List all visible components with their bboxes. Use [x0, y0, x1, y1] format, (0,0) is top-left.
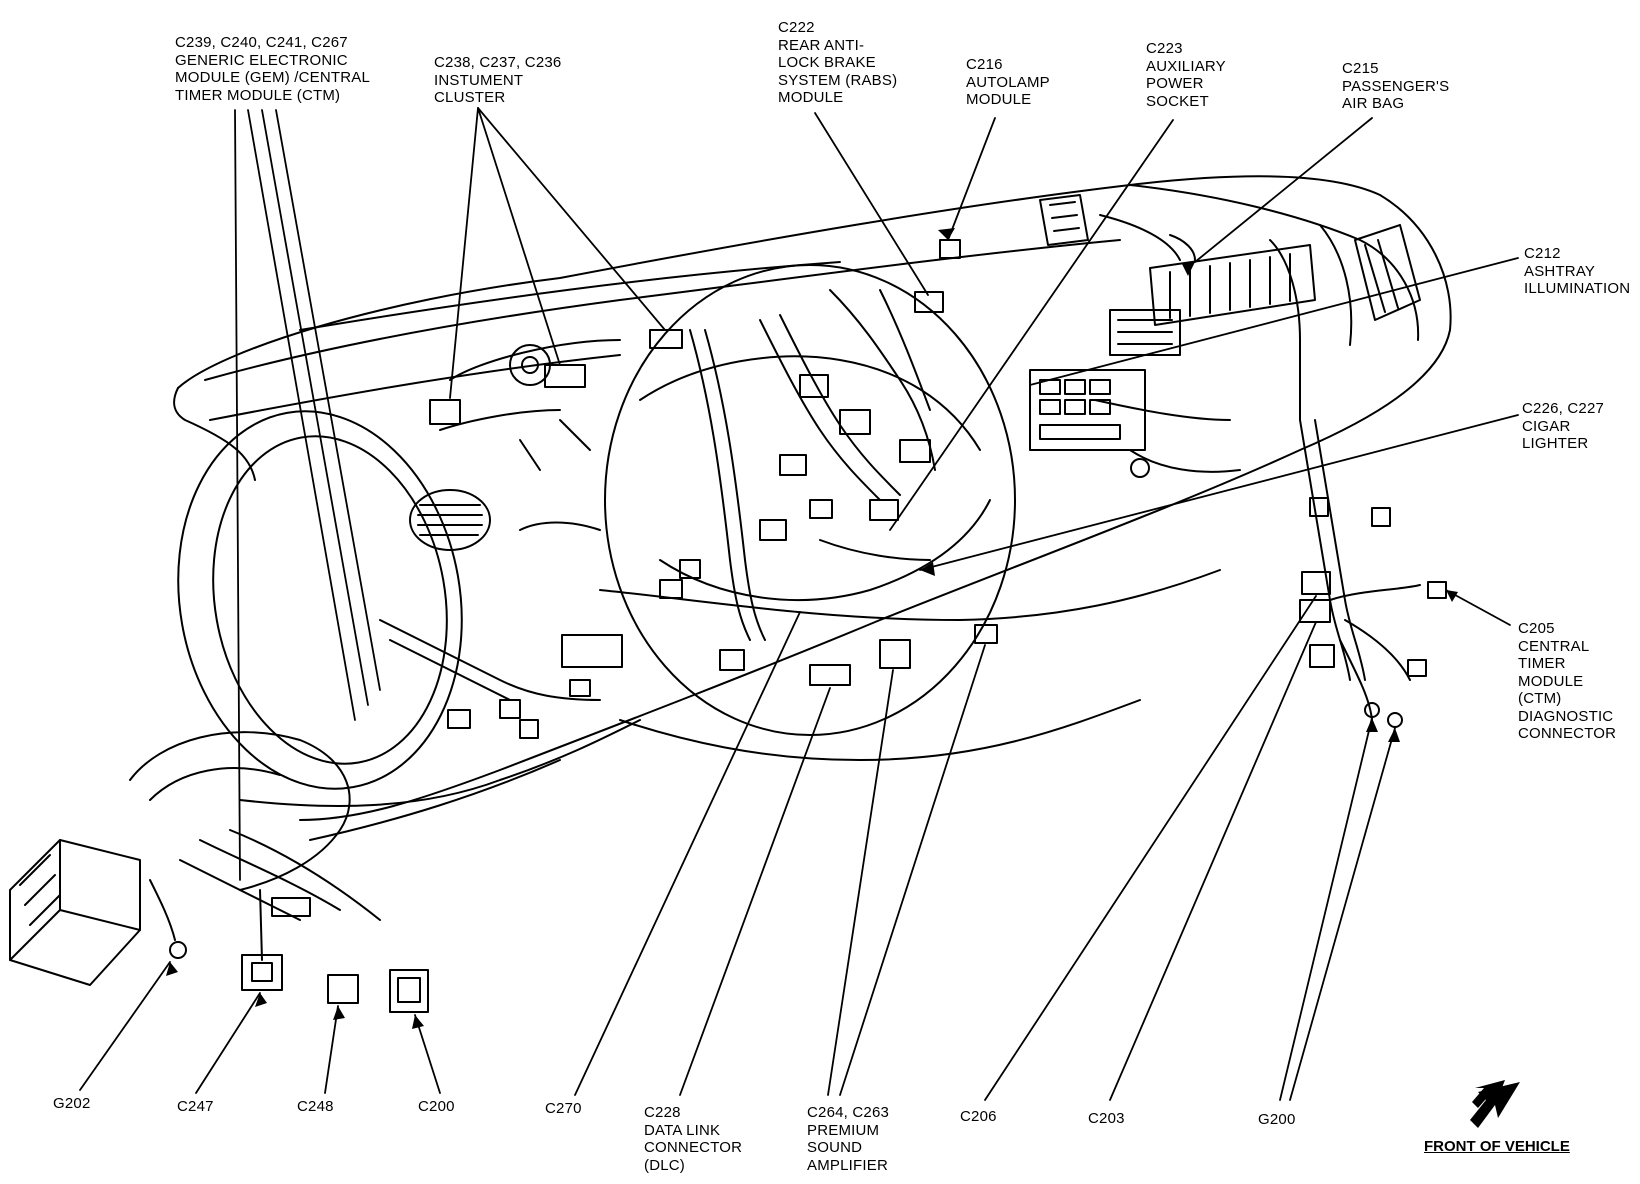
label-line: AUTOLAMP [966, 73, 1050, 91]
label-line: AIR BAG [1342, 95, 1405, 112]
leader-arrowheads [166, 228, 1458, 1029]
label-line: C238, C237, C236 [434, 54, 562, 71]
label-c247: C247 [177, 1098, 214, 1116]
label-line: C239, C240, C241, C267 [175, 34, 348, 51]
front-arrow-icon [1470, 1080, 1520, 1128]
label-line: SOUND [807, 1139, 863, 1156]
label-line: GENERIC ELECTRONIC [175, 51, 348, 69]
label-line: MODULE [778, 89, 844, 106]
label-line: C200 [418, 1098, 455, 1115]
label-c203: C203 [1088, 1110, 1125, 1128]
label-c200: C200 [418, 1098, 455, 1116]
label-line: AMPLIFIER [807, 1156, 888, 1174]
label-line: C212 [1524, 245, 1561, 262]
label-line: G200 [1258, 1111, 1296, 1128]
label-line: POWER [1146, 75, 1204, 92]
label-line: LOCK BRAKE [778, 54, 876, 71]
label-c248: C248 [297, 1098, 334, 1116]
instrument-panel-outline [173, 175, 1452, 841]
label-line: C226, C227 [1522, 400, 1605, 417]
label-line: (CTM) [1518, 690, 1562, 707]
label-line: MODULE [966, 91, 1032, 108]
label-c206: C206 [960, 1108, 997, 1126]
label-line: LIGHTER [1522, 435, 1589, 452]
label-line: SYSTEM (RABS) [778, 71, 898, 89]
label-line: TIMER MODULE (CTM) [175, 86, 341, 104]
label-line: SOCKET [1146, 92, 1209, 110]
label-line: MODULE (GEM) /CENTRAL [175, 69, 371, 86]
label-line: C215 [1342, 60, 1379, 77]
label-line: ILLUMINATION [1524, 280, 1631, 297]
label-line: C206 [960, 1108, 997, 1125]
label-line: CENTRAL [1518, 637, 1590, 655]
label-line: C228 [644, 1104, 681, 1121]
label-line: REAR ANTI- [778, 36, 865, 54]
front-of-vehicle-label: FRONT OF VEHICLE [1424, 1138, 1570, 1155]
label-line: C264, C263 [807, 1104, 890, 1121]
label-g200: G200 [1258, 1111, 1296, 1129]
label-line: C247 [177, 1098, 214, 1115]
label-line: G202 [53, 1095, 91, 1112]
label-line: C203 [1088, 1110, 1125, 1127]
label-line: PASSENGER'S [1342, 77, 1450, 95]
label-line: MODULE [1518, 672, 1584, 690]
label-line: C216 [966, 56, 1003, 73]
label-line: PREMIUM [807, 1121, 880, 1139]
label-line: C223 [1146, 40, 1183, 57]
label-line: AUXILIARY [1146, 57, 1226, 75]
top-connectors [429, 194, 1196, 425]
left-harness [9, 619, 623, 1013]
label-line: C222 [778, 19, 815, 36]
label-line: (DLC) [644, 1156, 685, 1174]
center-detail-circle [604, 264, 1016, 736]
label-line: DIAGNOSTIC [1518, 707, 1614, 725]
label-g202: G202 [53, 1095, 91, 1113]
label-line: DATA LINK [644, 1121, 721, 1139]
label-line: ASHTRAY [1524, 262, 1596, 280]
label-line: CONNECTOR [1518, 725, 1617, 742]
label-line: CONNECTOR [644, 1139, 743, 1156]
label-line: C205 [1518, 620, 1555, 637]
steering-area [177, 339, 621, 790]
label-c270: C270 [545, 1100, 582, 1118]
label-line: CIGAR [1522, 417, 1571, 435]
center-stack [1029, 224, 1421, 478]
label-line: INSTUMENT [434, 71, 524, 89]
label-line: C248 [297, 1098, 334, 1115]
leader-lines [79, 107, 1519, 1101]
label-line: C270 [545, 1100, 582, 1117]
label-line: TIMER [1518, 655, 1566, 672]
label-line: CLUSTER [434, 89, 506, 106]
